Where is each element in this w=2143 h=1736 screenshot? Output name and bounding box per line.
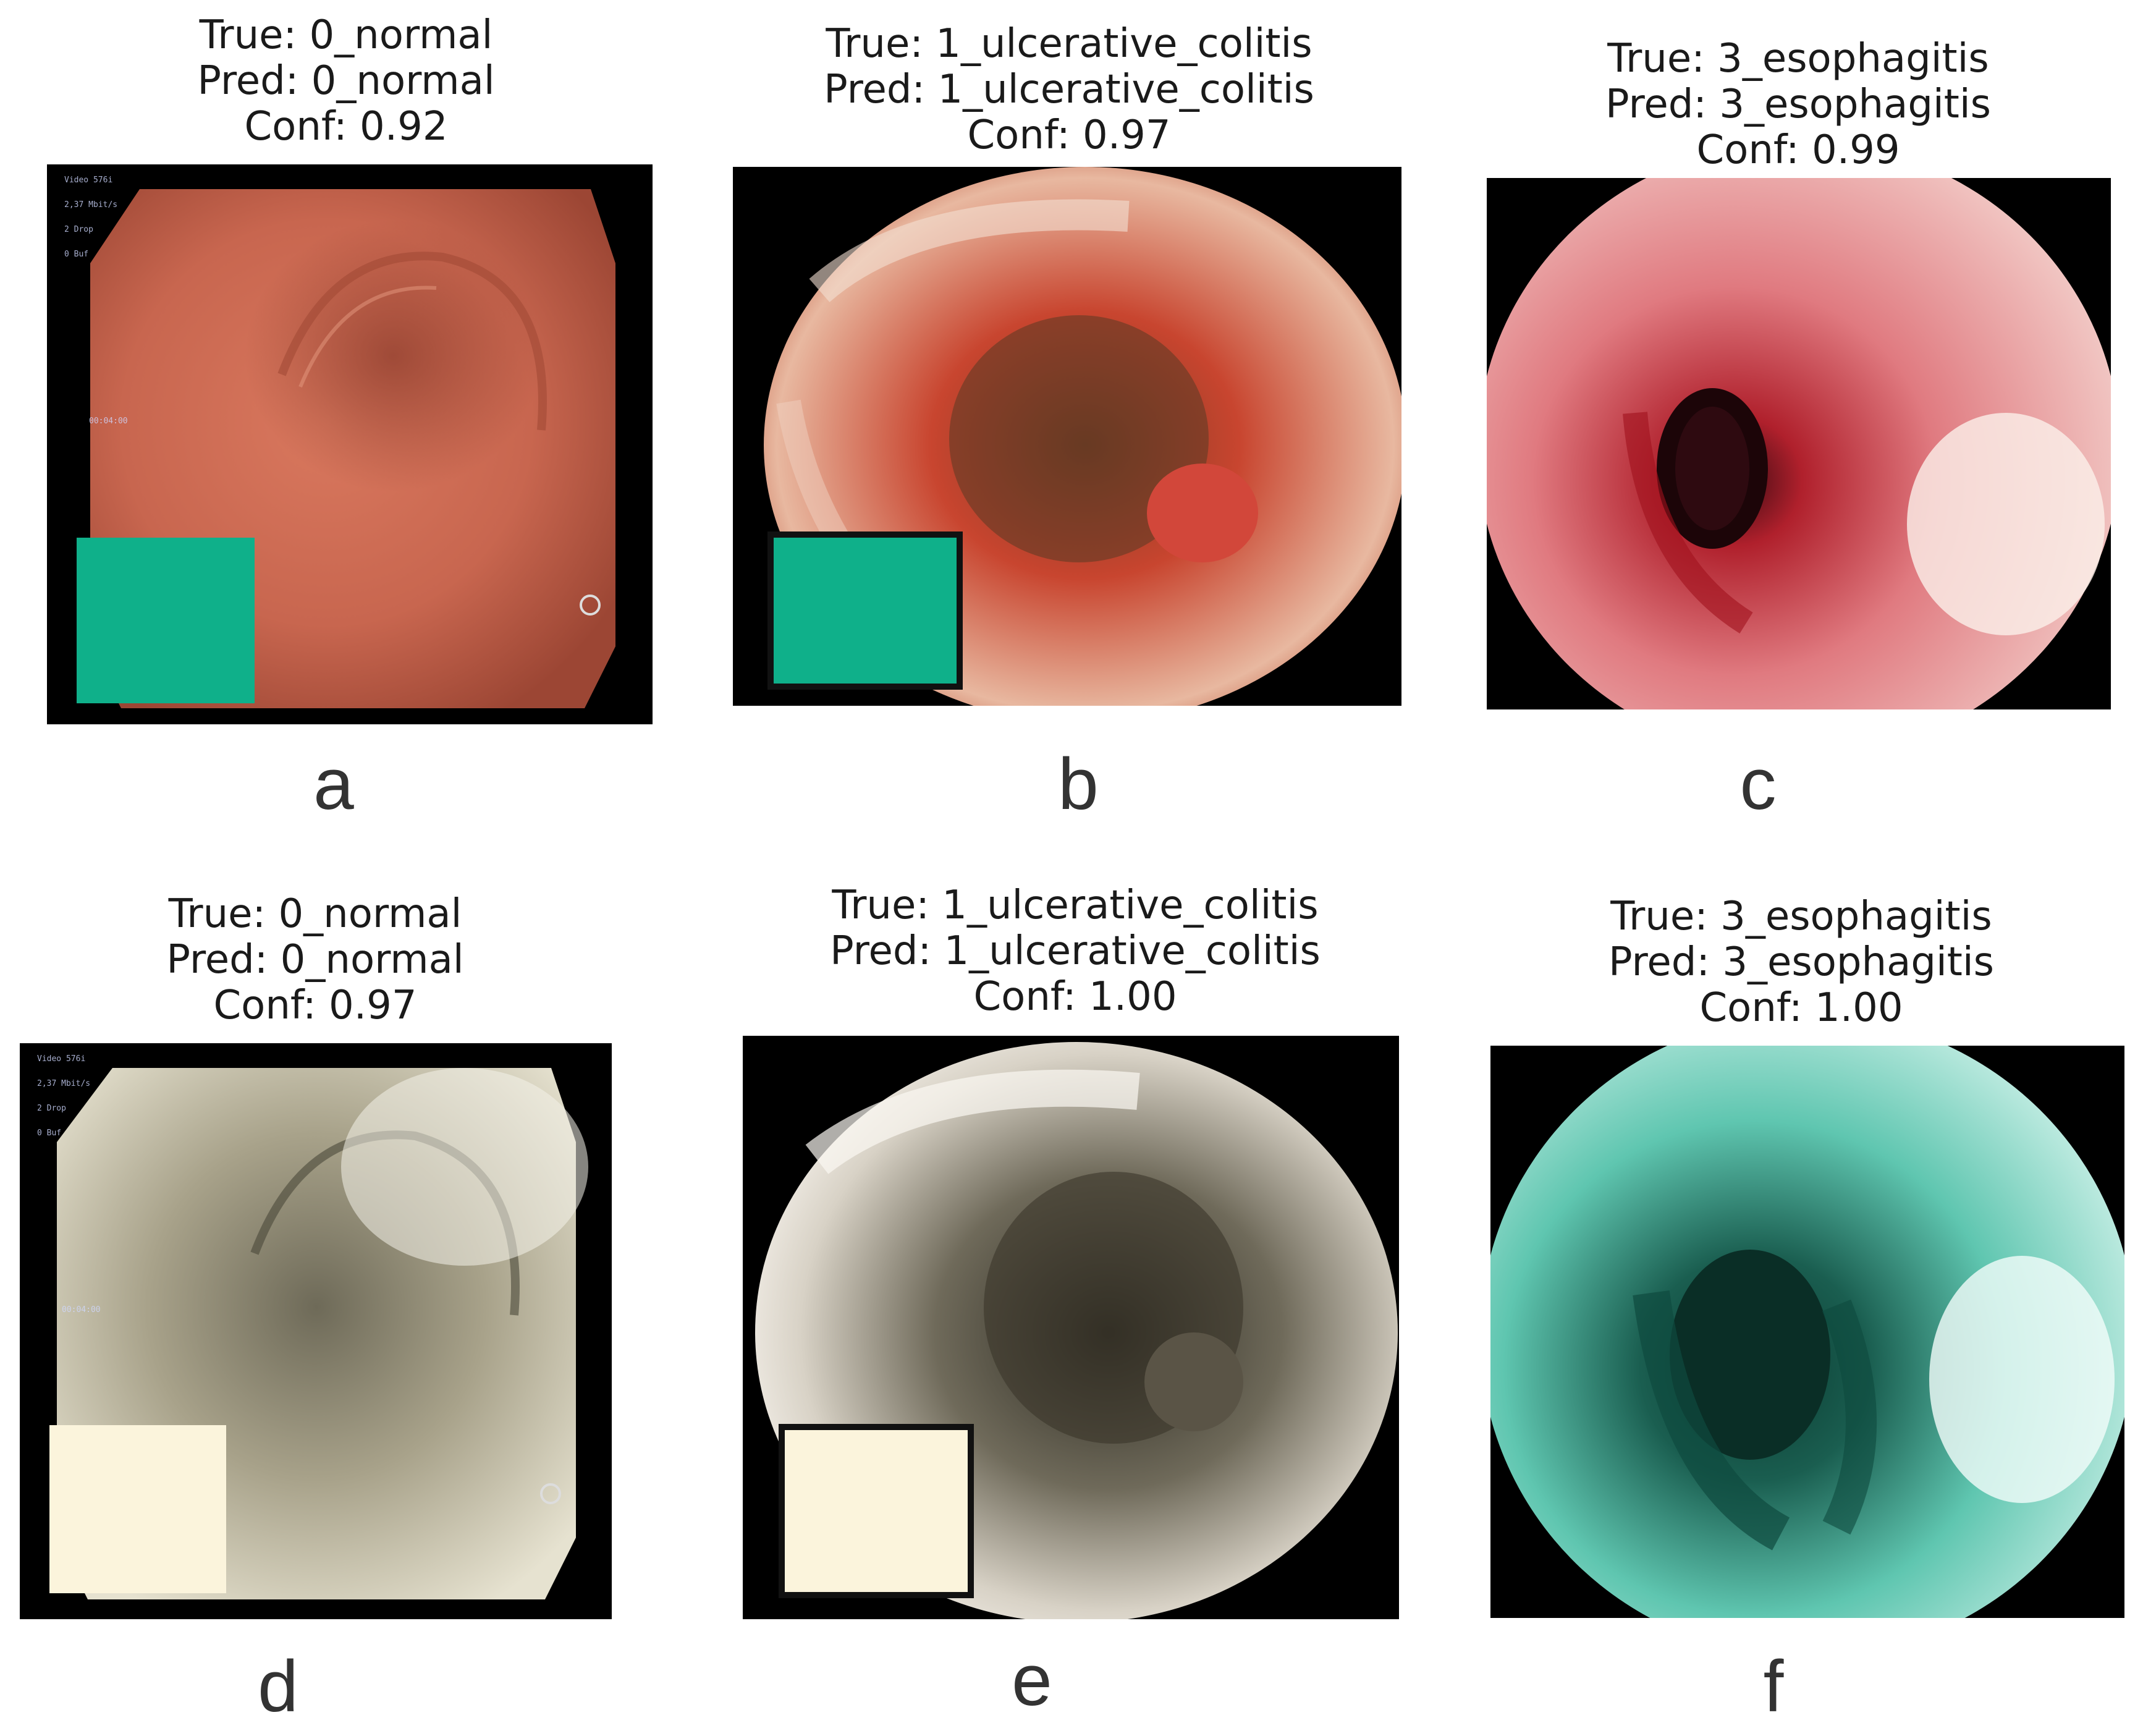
confidence-label: Conf: 1.00 (1699, 985, 1903, 1031)
pred-label: Pred: 3_esophagitis (1605, 82, 1991, 127)
pred-label: Pred: 0_normal (166, 937, 464, 983)
panel-e-caption: True: 1_ulcerative_colitis Pred: 1_ulcer… (766, 883, 1384, 1020)
confidence-label: Conf: 1.00 (973, 974, 1177, 1020)
endoscopy-image-e (743, 1036, 1399, 1619)
true-label: True: 1_ulcerative_colitis (826, 21, 1312, 67)
timer-overlay: 00:04:00 (62, 1305, 101, 1315)
endoscopy-image-c (1487, 178, 2111, 709)
timer-overlay: 00:04:00 (89, 417, 128, 426)
pred-label: Pred: 1_ulcerative_colitis (830, 928, 1321, 974)
inset-green (767, 531, 963, 690)
true-label: True: 3_esophagitis (1607, 36, 1989, 82)
true-label: True: 1_ulcerative_colitis (832, 883, 1319, 928)
scope-marker-icon (540, 1483, 561, 1504)
pred-label: Pred: 3_esophagitis (1608, 939, 1994, 985)
panel-c-caption: True: 3_esophagitis Pred: 3_esophagitis … (1517, 36, 2079, 173)
panel-b-caption: True: 1_ulcerative_colitis Pred: 1_ulcer… (760, 21, 1378, 158)
panel-letter: e (1012, 1640, 1052, 1721)
panel-letter: b (1058, 743, 1099, 825)
endoscopy-image-b (733, 167, 1401, 706)
panel-a-caption: True: 0_normal Pred: 0_normal Conf: 0.92 (99, 12, 593, 150)
panel-letter: a (313, 743, 354, 825)
panel-f-caption: True: 3_esophagitis Pred: 3_esophagitis … (1520, 894, 2082, 1031)
inset-cream (49, 1425, 226, 1593)
pred-label: Pred: 0_normal (197, 58, 495, 104)
true-label: True: 3_esophagitis (1610, 894, 1992, 939)
endoscopy-image-f (1490, 1046, 2124, 1618)
inset-cream (779, 1424, 974, 1598)
panel-letter: d (258, 1646, 298, 1727)
scope-marker-icon (580, 595, 601, 616)
confidence-label: Conf: 0.92 (244, 104, 448, 150)
inset-green (77, 538, 255, 703)
confidence-label: Conf: 0.97 (967, 112, 1171, 158)
confidence-label: Conf: 0.99 (1696, 127, 1900, 173)
panel-d-caption: True: 0_normal Pred: 0_normal Conf: 0.97 (68, 891, 562, 1028)
true-label: True: 0_normal (168, 891, 462, 937)
panel-letter: c (1739, 743, 1777, 825)
pred-label: Pred: 1_ulcerative_colitis (824, 67, 1314, 112)
true-label: True: 0_normal (199, 12, 493, 58)
confidence-label: Conf: 0.97 (213, 983, 417, 1028)
panel-letter: f (1763, 1646, 1784, 1727)
